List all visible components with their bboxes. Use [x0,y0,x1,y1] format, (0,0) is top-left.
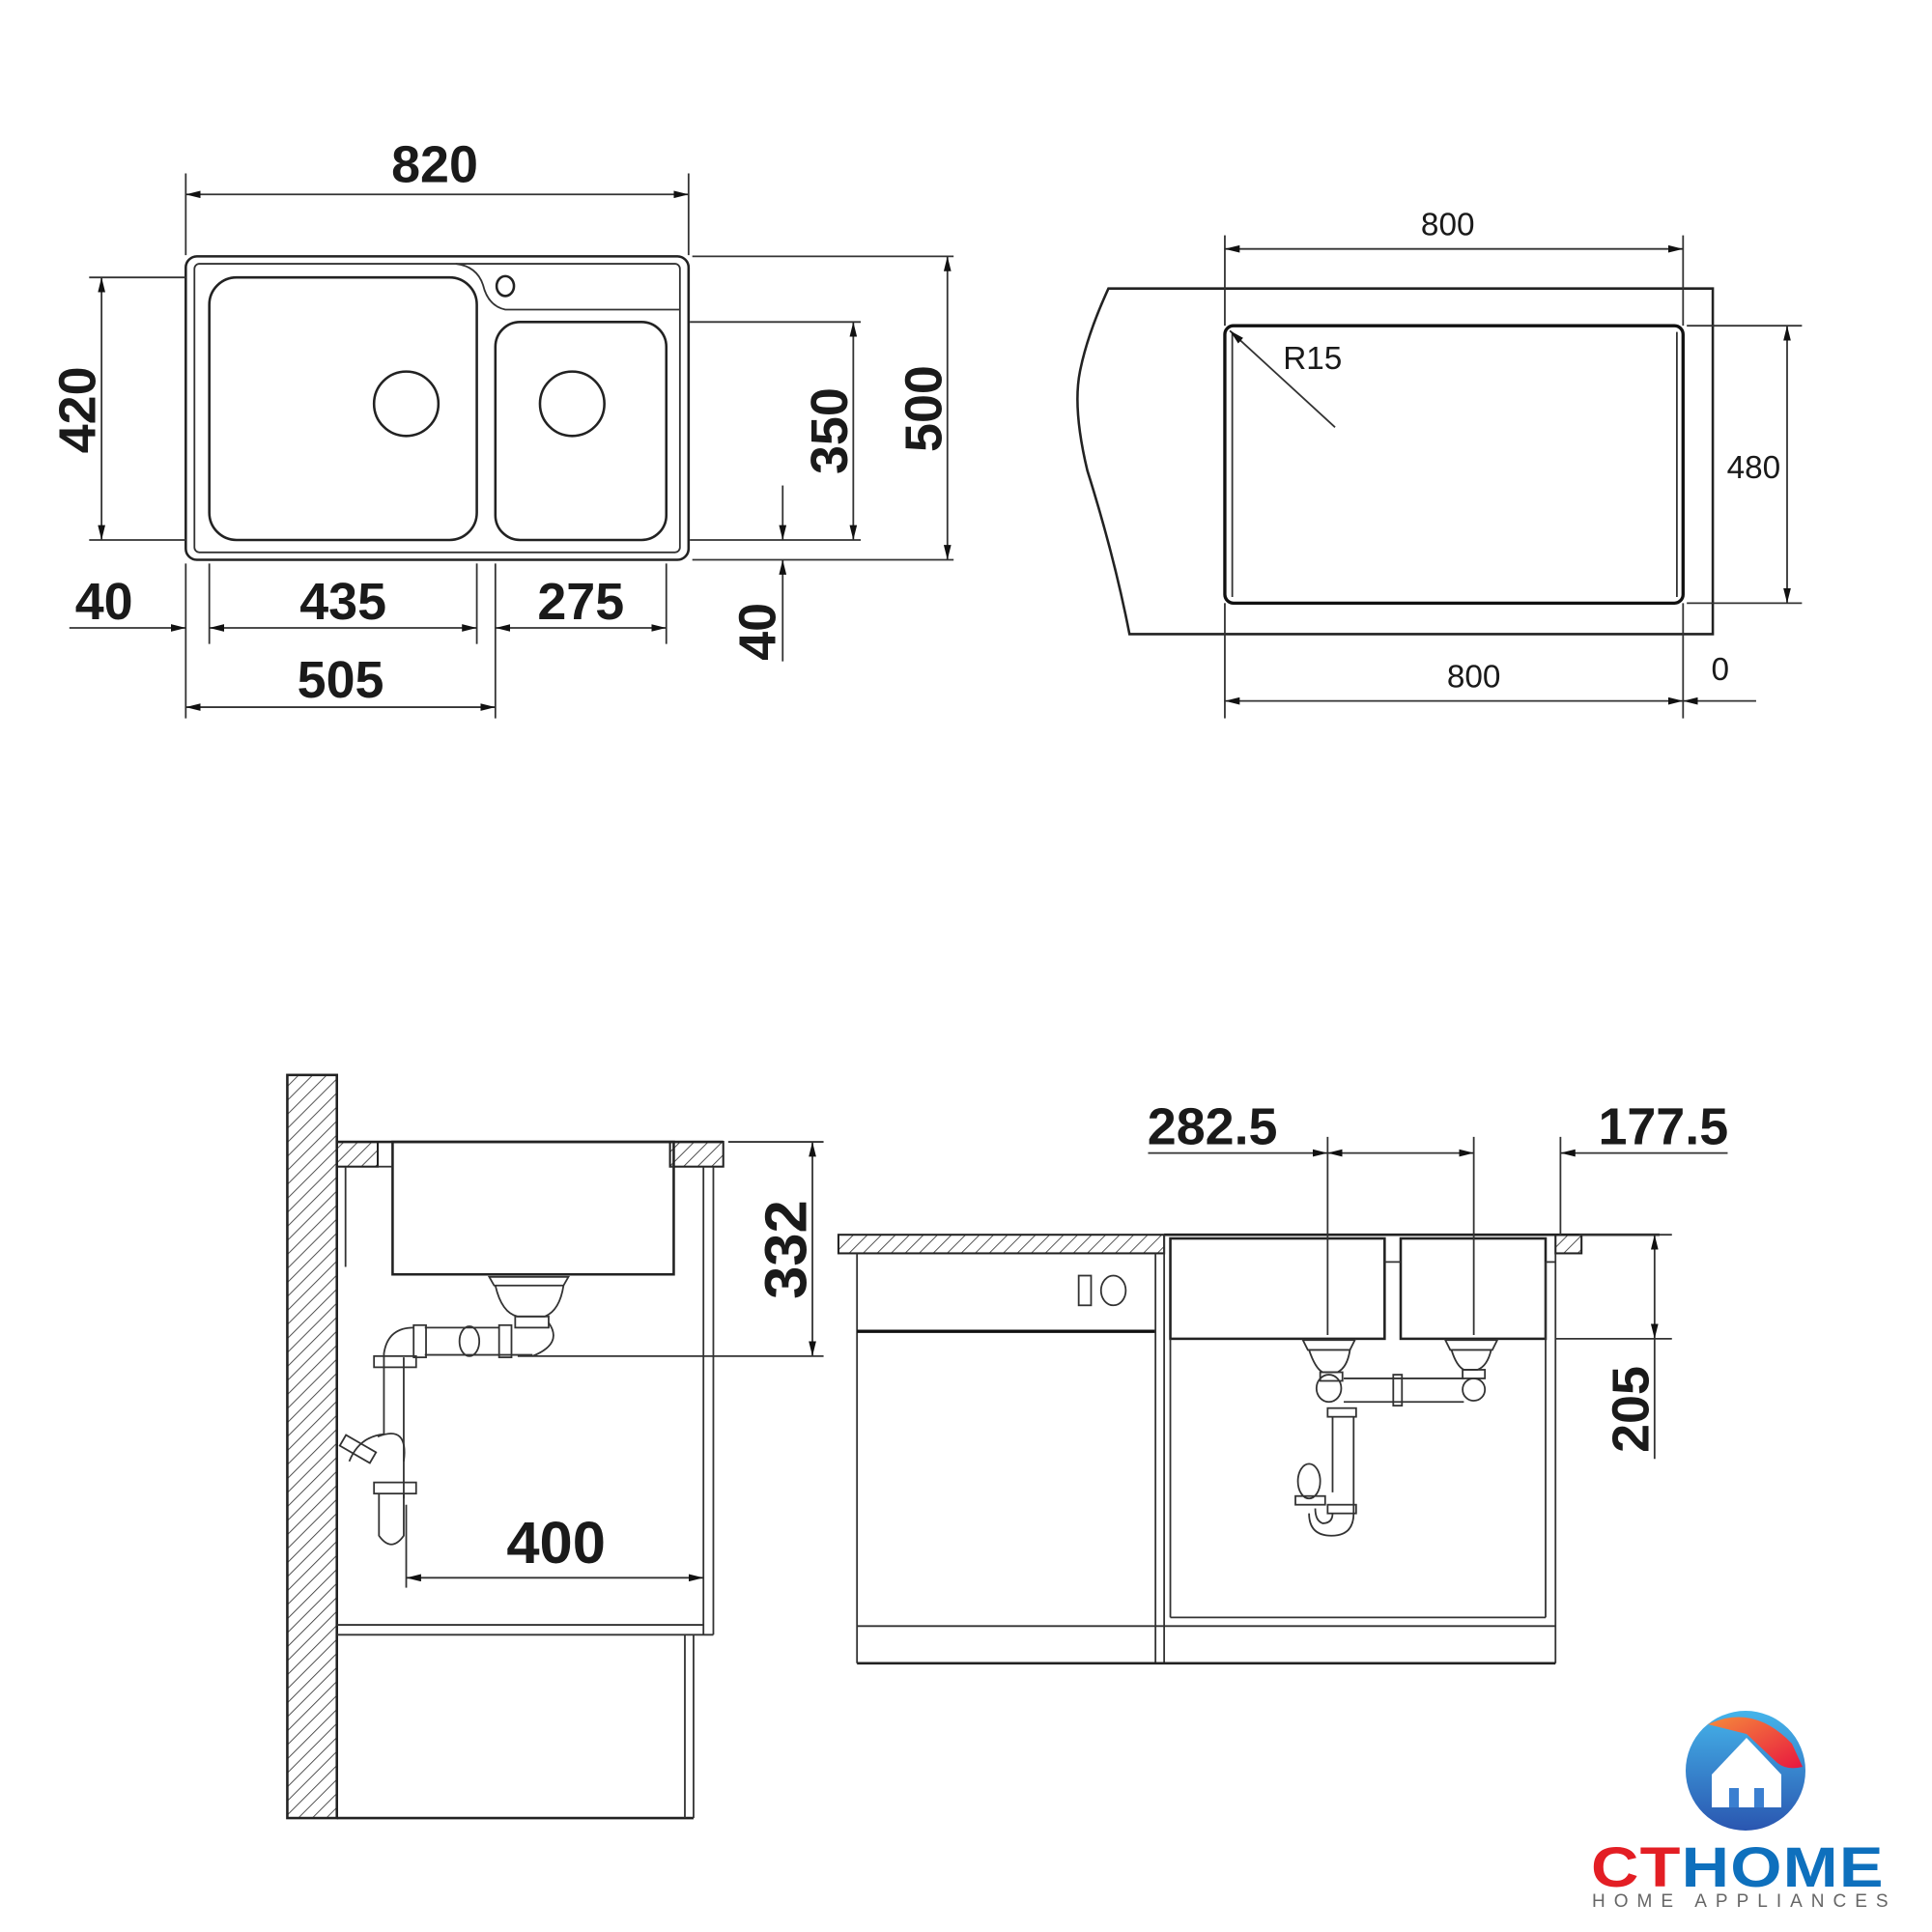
dim-side-bowl-depth: 332 [753,1200,820,1299]
drain-large-bowl [372,370,440,438]
dim-cutout-width-bottom: 800 [1447,660,1501,696]
dim-rim-left: 40 [75,573,133,631]
dim-large-drain-offset: 282.5 [1148,1098,1278,1156]
brand-wordmark: CTHOME [1591,1840,1885,1896]
side-section: 332 400 [286,1073,824,1820]
drain-small-bowl [538,370,606,438]
dim-small-bowl-depth: 350 [801,387,859,474]
dim-small-drain-offset: 177.5 [1598,1098,1728,1156]
cthome-logo: CTHOME HOME APPLIANCES [1584,1695,1903,1918]
dim-cutout-width-top: 800 [1421,208,1475,243]
front-drain-assembly [1294,1339,1499,1537]
side-drain-assembly [338,1275,571,1546]
house-globe-icon [1686,1711,1805,1831]
front-section: 282.5 177.5 205 [837,1098,1728,1665]
dim-drain-offset: 505 [298,651,384,709]
brand-ct: CT [1591,1836,1682,1899]
dim-large-bowl-depth: 420 [49,366,107,453]
dim-small-bowl-width: 275 [537,573,624,631]
dim-wall-clearance: 400 [506,1510,606,1577]
dim-overall-depth: 500 [895,365,952,452]
dim-cutout-offset: 0 [1711,652,1729,688]
corner-radius-label: R15 [1283,341,1342,377]
brand-home: HOME [1681,1836,1885,1899]
dim-cutout-height: 480 [1727,450,1781,486]
cutout-view: R15 800 480 800 0 [1076,208,1803,719]
dim-large-bowl-width: 435 [299,573,386,631]
dim-front-bowl-depth: 205 [1602,1366,1660,1453]
dim-overall-width: 820 [391,135,478,193]
sink-top-view: 820 420 350 500 40 40 435 275 [49,135,954,719]
brand-tagline: HOME APPLIANCES [1592,1891,1897,1912]
dim-rim-bottom: 40 [729,603,787,661]
